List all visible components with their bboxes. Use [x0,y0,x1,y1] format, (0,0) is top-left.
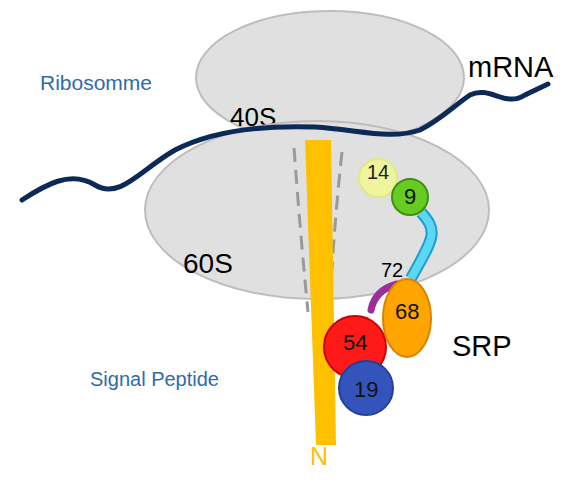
node-label: 19 [354,379,378,401]
node-label: 14 [367,162,389,182]
srp-protein: 68 [382,278,432,358]
node-label: 60S [183,250,233,278]
outline-shape [339,361,393,415]
node-label: 72 [381,260,403,280]
srp-protein: 9 [391,178,429,216]
outline-shape [359,159,397,197]
srp-protein: 19 [338,360,394,416]
node-label: 68 [395,301,419,323]
structure-label: Ribosomme [40,72,200,94]
outline-shape [392,179,428,215]
outline-shape [145,121,489,299]
node-label: 54 [343,332,367,354]
molecule-label: mRNA [468,52,578,82]
outline-shape [383,279,431,357]
complex-label: SRP [452,331,552,361]
structure-label: Signal Peptide [90,369,270,390]
terminus-label: N [310,443,350,469]
node-label: 9 [404,186,416,208]
